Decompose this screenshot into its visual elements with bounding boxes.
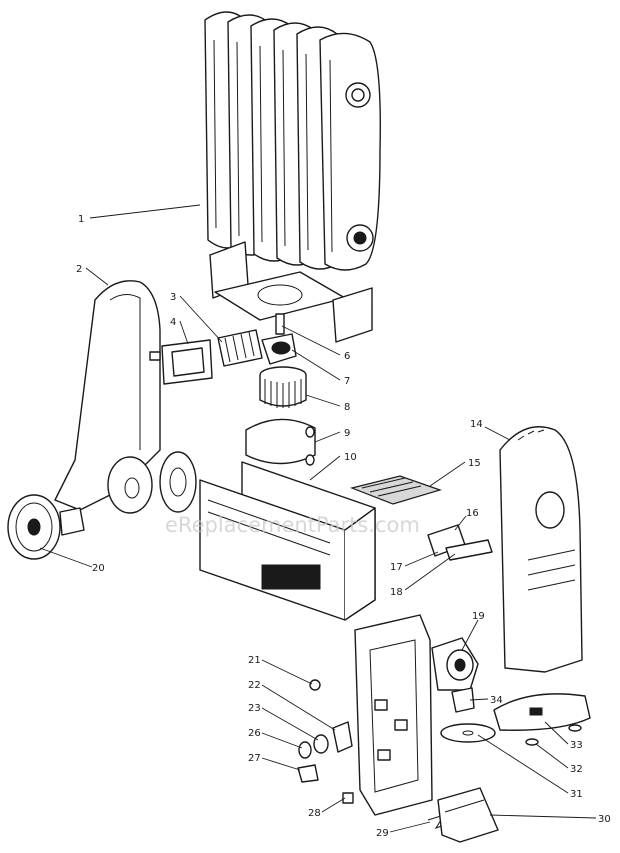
part-23-thermostat <box>313 734 329 754</box>
callout-7: 7 <box>344 376 350 387</box>
callout-28: 28 <box>308 808 321 819</box>
callout-3: 3 <box>170 292 176 303</box>
callout-19: 19 <box>472 611 485 622</box>
part-2-side-housing <box>54 280 197 514</box>
part-15-filter <box>350 475 442 505</box>
callout-8: 8 <box>344 402 350 413</box>
callout-31: 31 <box>570 789 583 800</box>
callout-17: 17 <box>390 562 403 573</box>
callout-21: 21 <box>248 655 261 666</box>
callout-23: 23 <box>248 703 261 714</box>
part-32-foot <box>525 724 582 746</box>
part-31-plate <box>440 723 496 743</box>
callout-1: 1 <box>78 214 84 225</box>
part-30-rear-cover <box>437 787 499 843</box>
callout-4: 4 <box>170 317 176 328</box>
part-28-connector <box>342 792 354 804</box>
callout-30: 30 <box>598 814 611 825</box>
part-7-motor <box>261 333 297 365</box>
callout-26: 26 <box>248 728 261 739</box>
callout-15: 15 <box>468 458 481 469</box>
part-6-shaft <box>275 313 285 335</box>
part-4-frame <box>161 339 213 385</box>
part-8-fan-wheel <box>259 366 307 408</box>
part-27-wire <box>297 764 319 783</box>
part-3-heating-element <box>217 329 263 367</box>
callout-27: 27 <box>248 753 261 764</box>
part-1-radiator-fins <box>204 11 381 271</box>
inner-chassis <box>354 614 433 816</box>
callout-29: 29 <box>376 828 389 839</box>
callout-34: 34 <box>490 695 503 706</box>
callout-9: 9 <box>344 428 350 439</box>
callout-20: 20 <box>92 563 105 574</box>
part-34-switch <box>451 687 475 713</box>
callout-2: 2 <box>76 264 82 275</box>
part-9-fan-housing <box>245 418 316 466</box>
callout-6: 6 <box>344 351 350 362</box>
part-20-wheel <box>7 494 85 560</box>
part-10-front-panel <box>199 461 376 621</box>
part-19-fan-unit <box>431 637 479 691</box>
part-33-base <box>493 693 591 731</box>
callout-10: 10 <box>344 452 357 463</box>
mounting-brackets <box>209 241 373 343</box>
callout-16: 16 <box>466 508 479 519</box>
part-14-rear-housing <box>499 426 583 673</box>
callout-14: 14 <box>470 419 483 430</box>
callout-33: 33 <box>570 740 583 751</box>
watermark-text: eReplacementParts.com <box>165 513 420 537</box>
part-21-clip <box>309 679 321 691</box>
part-26-dial <box>298 741 312 759</box>
callout-numbers: 1 2 3 4 6 7 8 9 10 14 15 16 17 18 19 20 … <box>76 214 611 839</box>
callout-18: 18 <box>390 587 403 598</box>
callout-22: 22 <box>248 680 261 691</box>
part-18-control-knob <box>445 539 493 561</box>
leader-lines <box>39 204 597 833</box>
callout-32: 32 <box>570 764 583 775</box>
part-22-relay <box>332 721 353 753</box>
